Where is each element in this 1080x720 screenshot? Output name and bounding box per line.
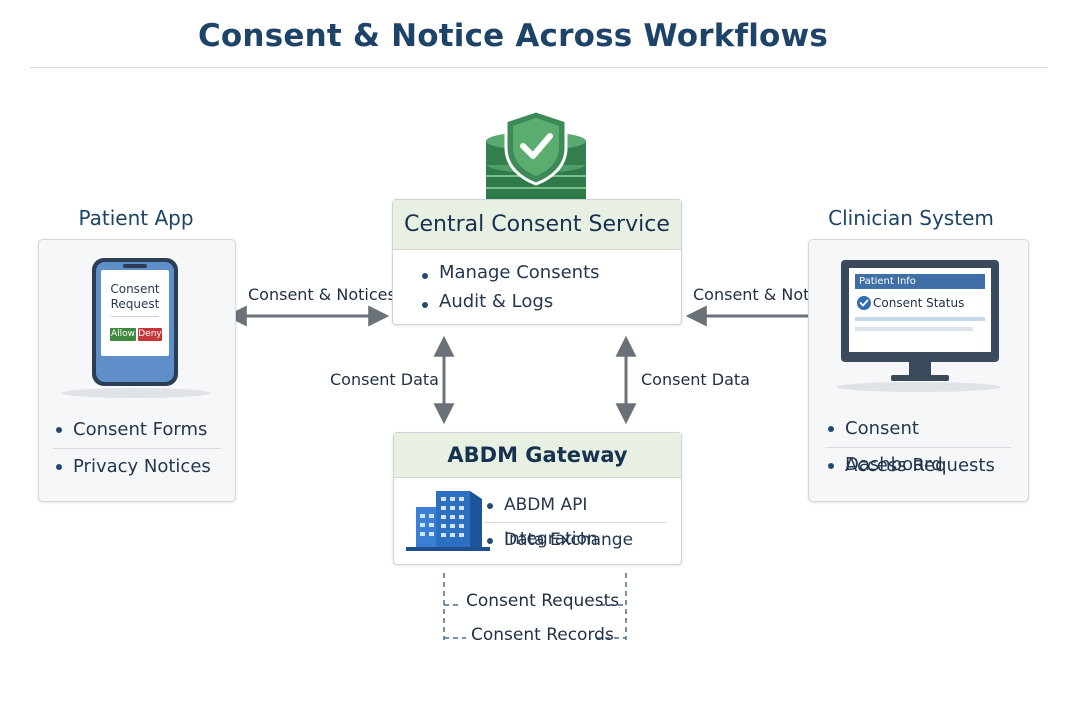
placeholder-line bbox=[855, 327, 973, 331]
deny-button[interactable]: Deny bbox=[138, 328, 162, 341]
consent-request-line2: Request bbox=[110, 297, 160, 311]
clinician-system-panel: Patient Info Consent Status Consent Dash… bbox=[808, 239, 1029, 502]
title-divider bbox=[30, 67, 1048, 68]
monitor-icon: Patient Info Consent Status bbox=[841, 260, 999, 362]
patient-app-panel: Consent Request Allow Deny Consent Forms… bbox=[38, 239, 236, 502]
monitor-base bbox=[891, 375, 949, 381]
list-item: Consent Dashboard bbox=[825, 411, 1011, 475]
flow-label-records: Consent Records bbox=[471, 625, 614, 645]
smartphone-icon: Consent Request Allow Deny bbox=[92, 258, 178, 386]
patient-app-title: Patient App bbox=[78, 206, 194, 230]
database-icon bbox=[486, 109, 586, 200]
shield-check-icon bbox=[504, 109, 568, 186]
patient-app-list: Consent Forms Privacy Notices bbox=[53, 412, 221, 485]
central-service-list: Manage Consents Audit & Logs bbox=[419, 258, 659, 316]
central-consent-service-title: Central Consent Service bbox=[393, 200, 681, 250]
list-item: Consent Forms bbox=[53, 412, 221, 448]
list-item: Access Requests bbox=[825, 447, 1011, 484]
phone-notch bbox=[123, 264, 147, 268]
list-item: ABDM API Integration bbox=[484, 488, 666, 549]
consent-request-card: Consent Request Allow Deny bbox=[101, 270, 169, 356]
abdm-gateway-list: ABDM API Integration Data Exchange bbox=[484, 488, 666, 557]
phone-shadow bbox=[61, 388, 211, 398]
office-building-icon bbox=[406, 491, 490, 551]
flow-label-data-left: Consent Data bbox=[330, 370, 439, 389]
clinician-system-list: Consent Dashboard Access Requests bbox=[825, 411, 1011, 484]
consent-request-line1: Consent bbox=[110, 282, 160, 296]
card-divider bbox=[111, 316, 159, 317]
list-item: Privacy Notices bbox=[53, 448, 221, 485]
check-circle-icon bbox=[857, 296, 871, 310]
clinician-system-title: Clinician System bbox=[828, 206, 994, 230]
page-title: Consent & Notice Across Workflows bbox=[197, 18, 829, 54]
list-item: Audit & Logs bbox=[419, 287, 659, 316]
dashed-bracket bbox=[443, 573, 627, 640]
list-item: Data Exchange bbox=[484, 522, 666, 557]
placeholder-line bbox=[855, 317, 985, 321]
monitor-screen: Patient Info Consent Status bbox=[849, 268, 991, 352]
patient-info-header: Patient Info bbox=[855, 274, 985, 289]
flow-label-right: Consent & Notices bbox=[693, 285, 841, 304]
abdm-gateway-box: ABDM Gateway ABDM API Integration Data E… bbox=[393, 432, 682, 565]
allow-button[interactable]: Allow bbox=[110, 328, 136, 341]
monitor-shadow bbox=[837, 382, 1001, 392]
flow-label-data-right: Consent Data bbox=[641, 370, 750, 389]
consent-status-label: Consent Status bbox=[873, 296, 965, 310]
monitor-neck bbox=[909, 362, 931, 376]
flow-label-left: Consent & Notices bbox=[248, 285, 396, 304]
abdm-gateway-title: ABDM Gateway bbox=[394, 433, 681, 478]
central-consent-service-box: Central Consent Service Manage Consents … bbox=[392, 199, 682, 325]
list-item: Manage Consents bbox=[419, 258, 659, 287]
flow-label-requests: Consent Requests bbox=[466, 591, 620, 611]
